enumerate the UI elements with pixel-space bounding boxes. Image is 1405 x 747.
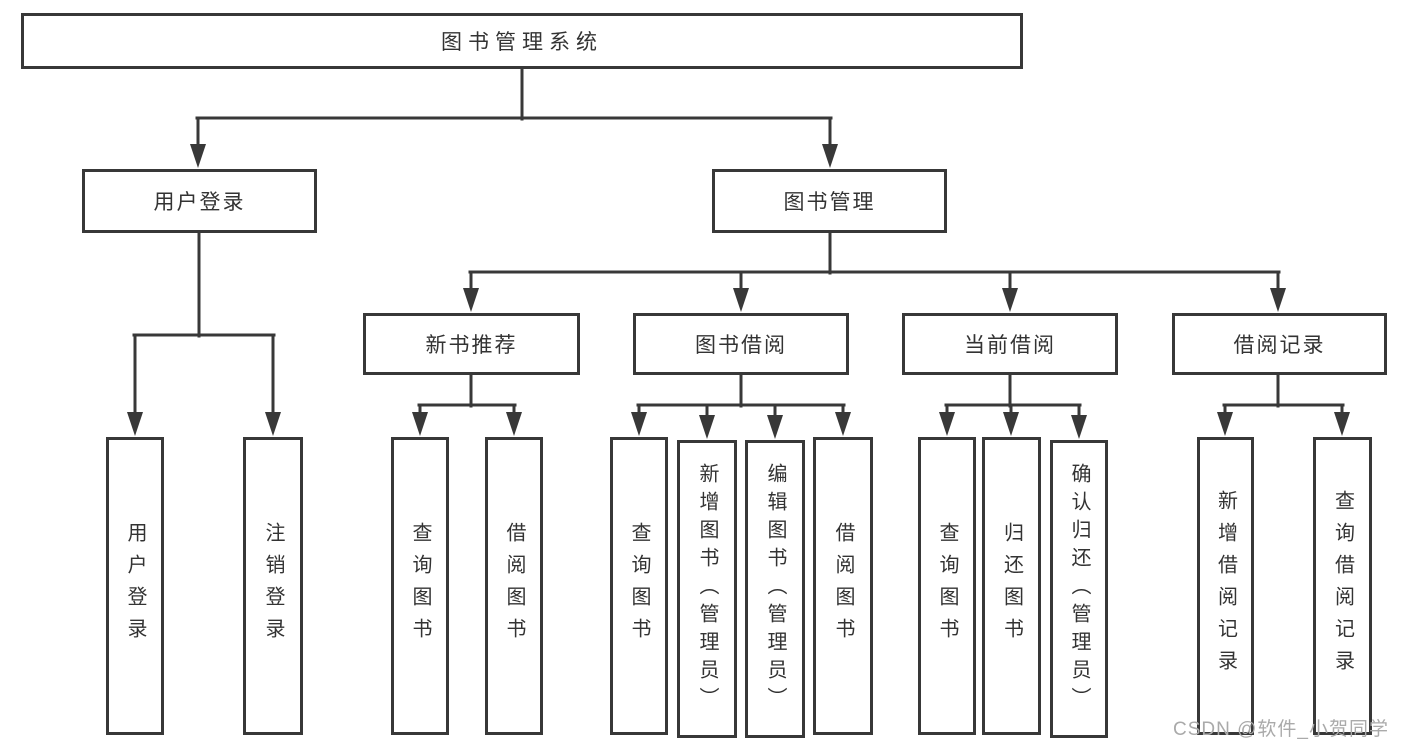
node-new-book-recommend: 新书推荐 (363, 313, 580, 375)
arrowhead-icon (463, 288, 479, 312)
arrowhead-icon (699, 415, 715, 439)
arrowhead-icon (733, 288, 749, 312)
leaf-logout: 注销登录 (243, 437, 303, 735)
arrowhead-icon (127, 412, 143, 436)
arrowhead-icon (767, 415, 783, 439)
leaf-borrow-books: 借阅图书 (813, 437, 873, 735)
leaf-label: 借阅图书 (503, 522, 525, 650)
arrowhead-icon (1071, 415, 1087, 439)
leaf-query-books-current: 查询图书 (918, 437, 976, 735)
arrowheads (127, 144, 1350, 439)
leaf-query-books-borrowing: 查询图书 (610, 437, 668, 735)
node-label: 图书管理系统 (441, 31, 603, 54)
arrowhead-icon (631, 412, 647, 436)
node-label: 新书推荐 (425, 334, 518, 357)
leaf-label: 查询图书 (409, 522, 431, 650)
leaf-label: 归还图书 (1000, 522, 1023, 650)
node-current-borrowing: 当前借阅 (902, 313, 1118, 375)
arrowhead-icon (1217, 412, 1233, 436)
leaf-label: 注销登录 (262, 522, 284, 650)
watermark: CSDN @软件_小贺同学 (1173, 719, 1389, 740)
node-user-login: 用户登录 (82, 169, 317, 233)
leaf-label: 新增借阅记录 (1214, 490, 1237, 682)
arrowhead-icon (1003, 412, 1019, 436)
leaf-label: 查询图书 (628, 522, 650, 650)
leaf-borrow-books-recommend: 借阅图书 (485, 437, 543, 735)
arrowhead-icon (1334, 412, 1350, 436)
node-label: 当前借阅 (964, 334, 1056, 357)
leaf-label: 查询借阅记录 (1331, 490, 1354, 682)
node-label: 图书管理 (783, 191, 876, 214)
arrowhead-icon (506, 412, 522, 436)
tree-edges (132, 66, 1345, 423)
leaf-label: 查询图书 (936, 522, 958, 650)
leaf-return-books: 归还图书 (982, 437, 1041, 735)
leaf-label: 新增图书（管理员） (696, 463, 718, 715)
node-book-borrowing: 图书借阅 (633, 313, 849, 375)
leaf-query-borrow-record: 查询借阅记录 (1313, 437, 1372, 735)
leaf-add-book-admin: 新增图书（管理员） (677, 440, 737, 738)
leaf-confirm-return-admin: 确认归还（管理员） (1050, 440, 1108, 738)
leaf-label: 用户登录 (124, 522, 146, 650)
leaf-add-borrow-record: 新增借阅记录 (1197, 437, 1254, 735)
leaf-label: 编辑图书（管理员） (764, 463, 786, 715)
arrowhead-icon (835, 412, 851, 436)
arrowhead-icon (1270, 288, 1286, 312)
arrowhead-icon (939, 412, 955, 436)
leaf-user-login: 用户登录 (106, 437, 164, 735)
node-label: 图书借阅 (695, 334, 787, 357)
node-borrowing-records: 借阅记录 (1172, 313, 1387, 375)
arrowhead-icon (822, 144, 838, 168)
node-label: 用户登录 (153, 191, 246, 214)
leaf-label: 借阅图书 (832, 522, 854, 650)
leaf-edit-book-admin: 编辑图书（管理员） (745, 440, 805, 738)
arrowhead-icon (190, 144, 206, 168)
leaf-query-books-recommend: 查询图书 (391, 437, 449, 735)
node-label: 借阅记录 (1233, 334, 1326, 357)
node-book-management: 图书管理 (712, 169, 947, 233)
node-root-system: 图书管理系统 (21, 13, 1023, 69)
arrowhead-icon (412, 412, 428, 436)
leaf-label: 确认归还（管理员） (1068, 463, 1090, 715)
arrowhead-icon (1002, 288, 1018, 312)
arrowhead-icon (265, 412, 281, 436)
